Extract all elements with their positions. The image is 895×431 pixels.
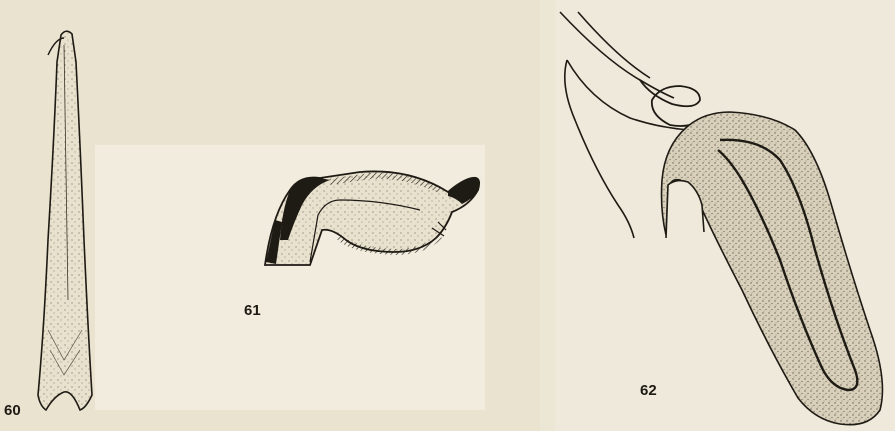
figure-62-tube-outer [662,112,883,425]
figure-62-upper-lines-2 [578,12,650,78]
figure-62-fold-loop [640,80,700,126]
figure-62-inner-wall [567,60,690,130]
figure-61-drawing [265,171,479,265]
figure-60-drawing [38,31,92,410]
figure-62-label: 62 [640,382,657,399]
figure-61-label: 61 [244,302,261,319]
figure-60-label: 60 [4,402,21,419]
figure-62-outer-wall [565,60,634,238]
figure-62-drawing [560,12,882,425]
figure-62-upper-lines [560,12,674,98]
